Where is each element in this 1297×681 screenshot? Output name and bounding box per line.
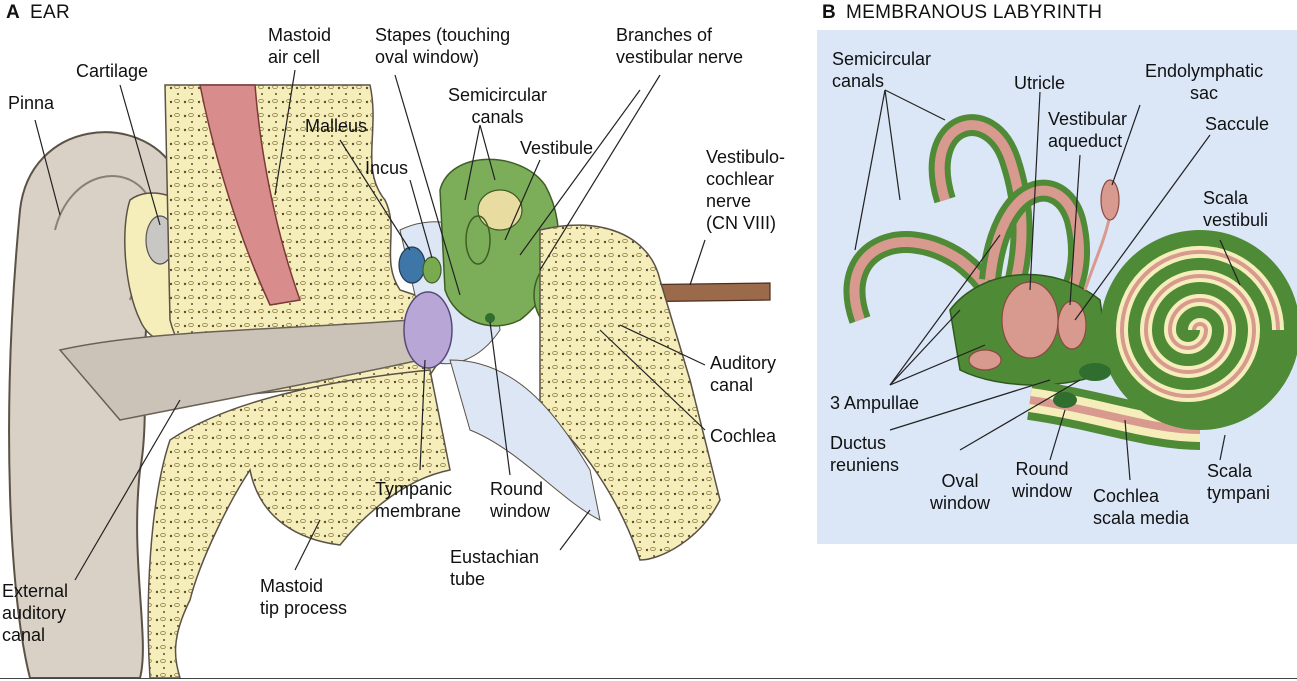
label-branches-vestibular-nerve: Branches of vestibular nerve: [616, 25, 744, 67]
panel-a-leader-lines: [34, 69, 706, 581]
panel-a-letter: A: [6, 2, 21, 23]
panel-b-title: B MEMBRANOUS LABYRINTH: [822, 2, 1102, 24]
round-window-shape: [485, 313, 495, 323]
label-semicircular-canals-a: Semicircular canals: [448, 85, 548, 127]
label-3-ampullae: 3 Ampullae: [830, 393, 920, 413]
label-auditory-canal: Auditory canal: [710, 353, 777, 395]
incus-shape: [422, 256, 442, 284]
label-scala-vestibuli: Scala vestibuli: [1203, 188, 1269, 230]
label-mastoid-tip-process: Mastoid tip process: [260, 576, 348, 618]
tympanic-membrane-shape: [403, 291, 453, 369]
label-vestibulocochlear-nerve: Vestibulo- cochlear nerve (CN VIII): [706, 147, 786, 233]
panel-b-letter: B: [822, 2, 837, 23]
muscle-band-shape: [199, 84, 302, 306]
petrous-bone-shape: [539, 224, 721, 561]
label-pinna: Pinna: [8, 93, 55, 113]
labyrinth-illustration: [843, 114, 1297, 450]
label-cartilage: Cartilage: [76, 61, 149, 81]
label-stapes: Stapes (touching oval window): [375, 25, 511, 67]
label-eustachian-tube: Eustachian tube: [450, 547, 540, 589]
label-malleus: Malleus: [305, 116, 368, 136]
label-endolymphatic-sac: Endolymphatic sac: [1145, 61, 1264, 103]
label-round-window-a: Round window: [490, 479, 551, 521]
panel-a-title: A EAR: [6, 2, 70, 24]
label-mastoid-air-cell: Mastoid air cell: [268, 25, 332, 67]
label-saccule: Saccule: [1205, 114, 1270, 134]
label-external-auditory-canal: External auditory canal: [2, 581, 69, 645]
label-semicircular-canals-b: Semicircular canals: [832, 49, 932, 91]
bottom-border: [0, 678, 1297, 679]
panel-a-heading: EAR: [30, 2, 70, 23]
label-scala-tympani: Scala tympani: [1207, 461, 1271, 503]
label-vestibular-aqueduct: Vestibular aqueduct: [1048, 109, 1128, 151]
panel-b-heading: MEMBRANOUS LABYRINTH: [846, 2, 1103, 23]
label-ductus-reuniens: Ductus reuniens: [830, 433, 900, 475]
mastoid-tip-shape: [147, 369, 451, 679]
label-tympanic-membrane: Tympanic membrane: [375, 479, 462, 521]
label-oval-window: Oval window: [930, 471, 991, 513]
eustachian-tube-shape: [449, 359, 601, 521]
label-cochlea: Cochlea: [710, 426, 777, 446]
label-cochlea-scala-media: Cochlea scala media: [1093, 486, 1190, 528]
malleus-shape: [398, 246, 426, 284]
label-incus: Incus: [365, 158, 409, 178]
label-utricle: Utricle: [1014, 73, 1066, 93]
label-vestibule: Vestibule: [520, 138, 594, 158]
panel-b-leader-lines: [854, 89, 1241, 481]
label-round-window-b: Round window: [1012, 459, 1073, 501]
